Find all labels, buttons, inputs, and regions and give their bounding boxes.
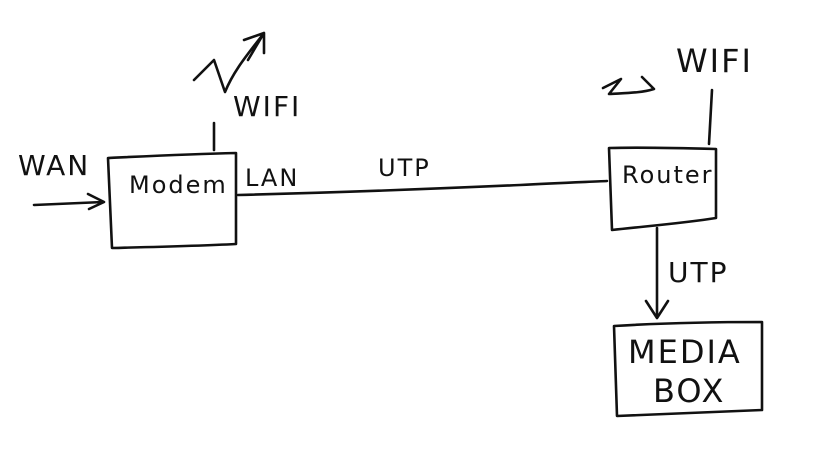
router-label: Router <box>622 161 714 189</box>
modem-label: Modem <box>129 171 228 199</box>
utp-main-label: UTP <box>378 154 431 182</box>
box-label: BOX <box>653 372 725 410</box>
router-box <box>607 146 718 232</box>
utp-down-label: UTP <box>668 256 728 289</box>
wan-label: WAN <box>18 149 90 182</box>
wifi-left-label: WIFI <box>233 90 301 123</box>
modem-box <box>106 151 238 250</box>
wan-arrow-line <box>32 200 105 207</box>
router-wifi-antenna <box>707 88 714 146</box>
media-box-frame <box>612 320 764 418</box>
media-label: MEDIA <box>628 333 742 371</box>
lan-cable <box>236 179 609 197</box>
wifi-right-label: WIFI <box>676 42 753 80</box>
router-wifi-signal-icon <box>601 75 656 96</box>
modem-wifi-signal-icon <box>192 31 266 94</box>
wan-arrow-head <box>86 192 106 211</box>
router-to-media-arrow-head <box>644 299 670 320</box>
lan-label: LAN <box>245 164 299 192</box>
